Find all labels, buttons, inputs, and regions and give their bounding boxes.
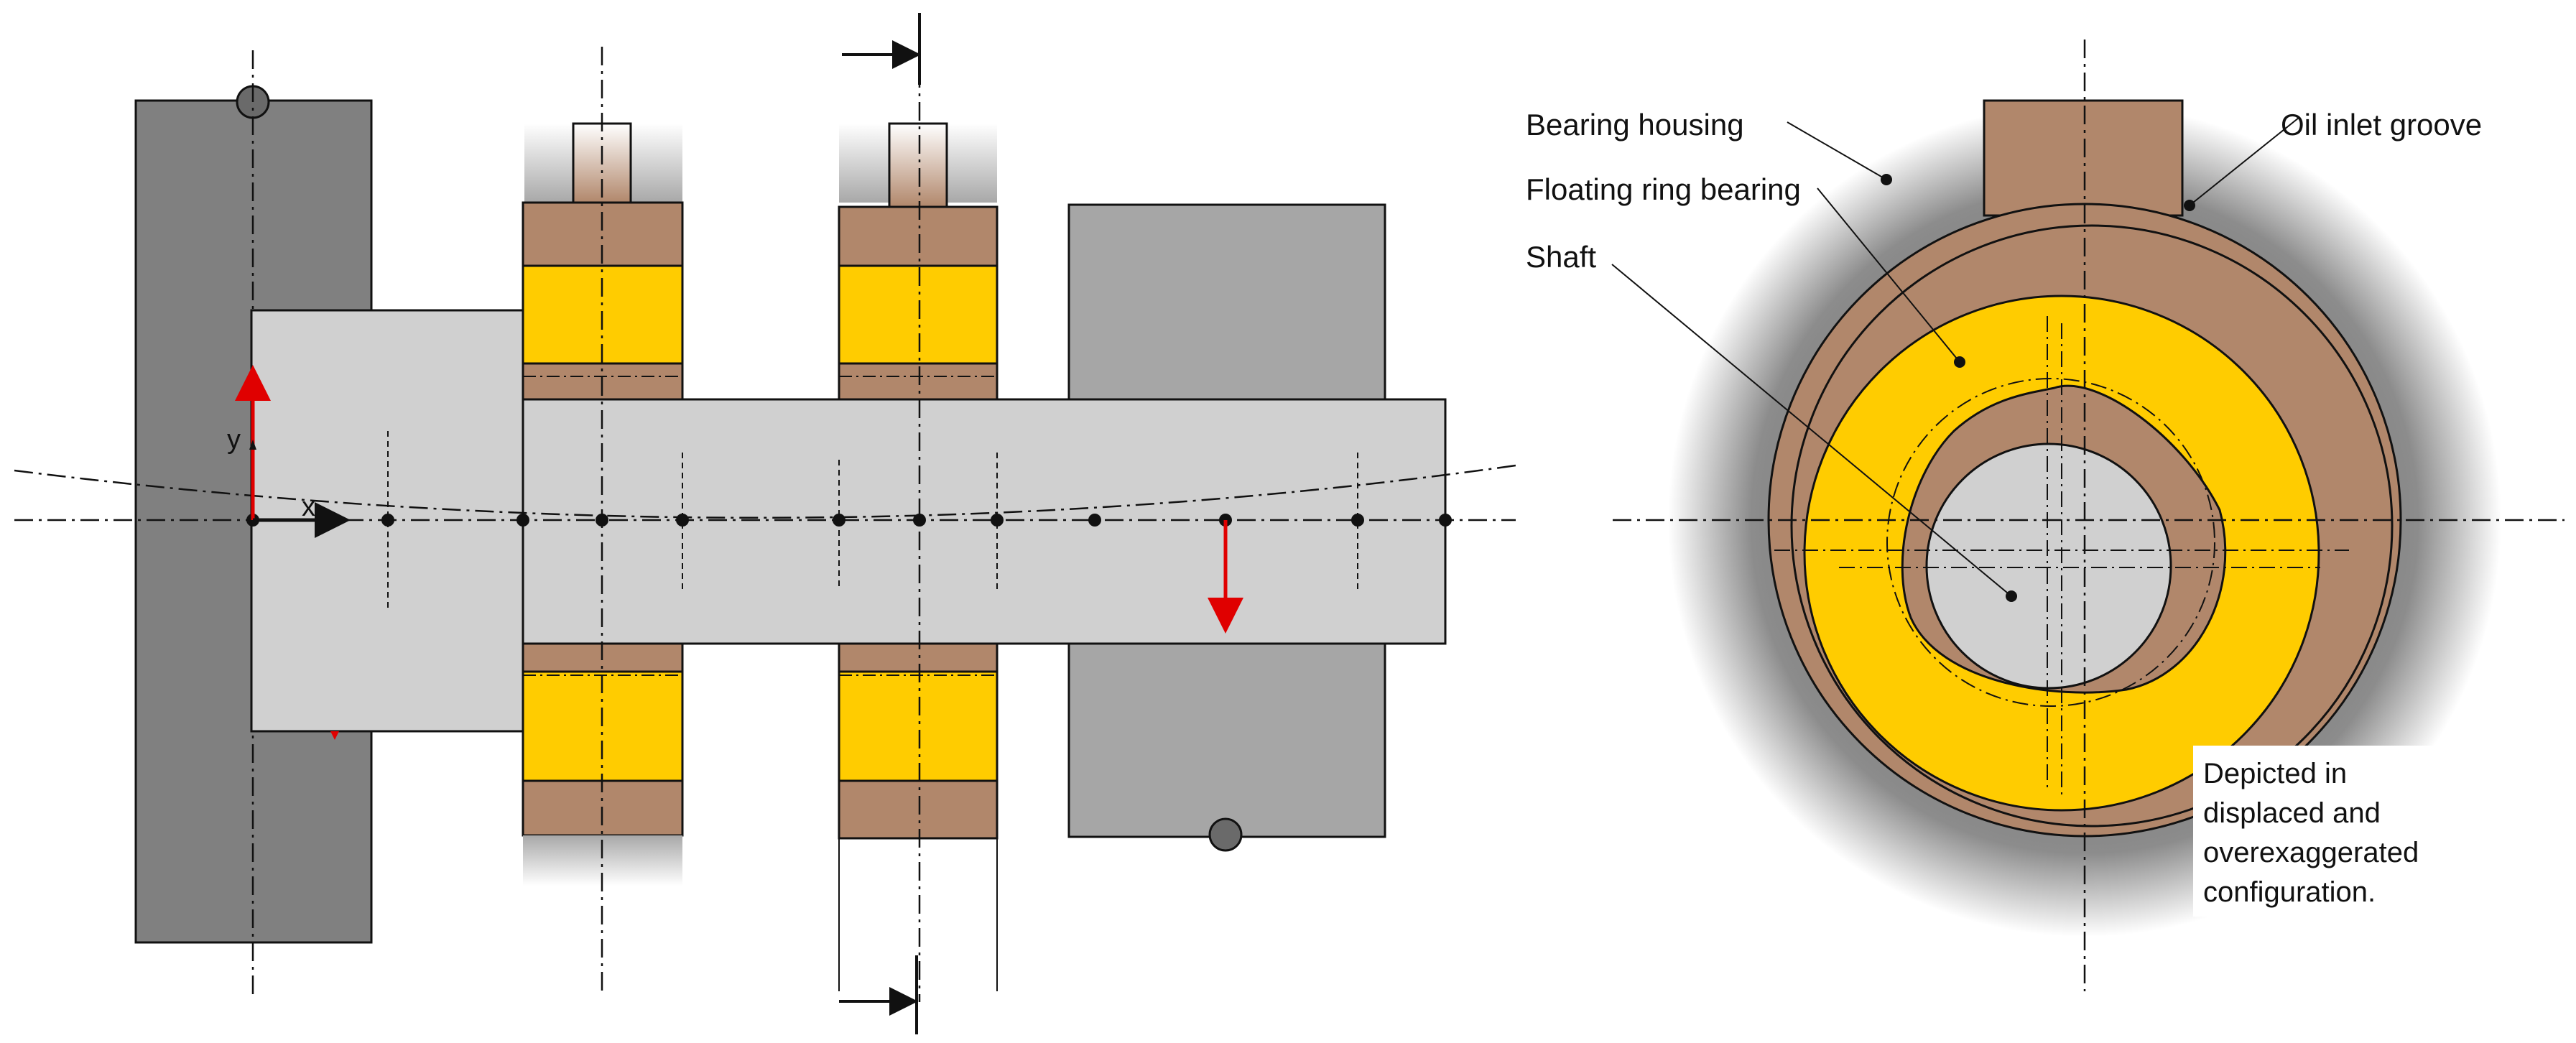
node-dot-icon — [1088, 514, 1101, 527]
note-line: Depicted in — [2203, 758, 2348, 789]
label-floating-ring-bearing: Floating ring bearing — [1526, 172, 1801, 206]
node-dot-icon — [1439, 514, 1452, 527]
side-view: x y — [14, 13, 1516, 1034]
node-dot-icon — [913, 514, 926, 527]
leader-dot-icon — [1954, 356, 1965, 368]
leader-dot-icon — [2006, 590, 2017, 602]
note-line: configuration. — [2203, 876, 2376, 908]
node-dot-icon — [676, 514, 689, 527]
shaft-section — [1925, 442, 2172, 690]
label-oil-inlet-groove: Oil inlet groove — [2281, 108, 2482, 142]
node-dot-icon — [596, 514, 608, 527]
bearing2-stub — [888, 122, 948, 208]
note-line: displaced and — [2203, 797, 2381, 829]
node-dot-icon — [516, 514, 529, 527]
y-axis-head-icon — [249, 440, 256, 450]
configuration-note: Depicted in displaced and overexaggerate… — [2193, 746, 2459, 917]
label-shaft: Shaft — [1526, 240, 1596, 274]
leader-dot-icon — [2184, 200, 2195, 211]
note-line: overexaggerated — [2203, 837, 2419, 868]
leader-oil-inlet — [2189, 117, 2299, 206]
node-dots — [246, 514, 1452, 527]
bearing2-lower-outer — [838, 779, 999, 840]
disc-upper — [1067, 203, 1386, 402]
bearing2-upper-ring — [838, 264, 999, 365]
label-bearing-housing: Bearing housing — [1526, 108, 1744, 142]
leader-floating-ring — [1817, 187, 1960, 363]
x-axis-label: x — [302, 492, 315, 522]
red-mark-icon — [330, 731, 339, 740]
node-dot-icon — [1351, 514, 1364, 527]
bearing2-lower-inner — [838, 641, 999, 673]
disc-lower — [1067, 641, 1386, 838]
y-axis-label: y — [227, 425, 241, 455]
node-dot-icon — [381, 514, 394, 527]
bearing2-upper-inner — [838, 362, 999, 401]
oil-inlet-groove — [1983, 99, 2184, 217]
deflection-curve — [14, 464, 1516, 519]
node-dot-icon — [991, 514, 1004, 527]
bearing2-upper-outer — [838, 205, 999, 267]
leader-shaft — [1611, 264, 2012, 597]
leader-dot-icon — [1881, 174, 1892, 185]
bearing2-lower-ring — [838, 670, 999, 782]
node-dot-icon — [833, 514, 845, 527]
disc-pin-bottom — [1208, 817, 1243, 852]
leader-bearing-housing — [1787, 121, 1887, 180]
reference-circle — [1886, 378, 2215, 707]
shaft-thin-section — [522, 398, 1447, 645]
cross-section-view: Bearing housing Oil inlet groove Floatin… — [1526, 40, 2565, 991]
